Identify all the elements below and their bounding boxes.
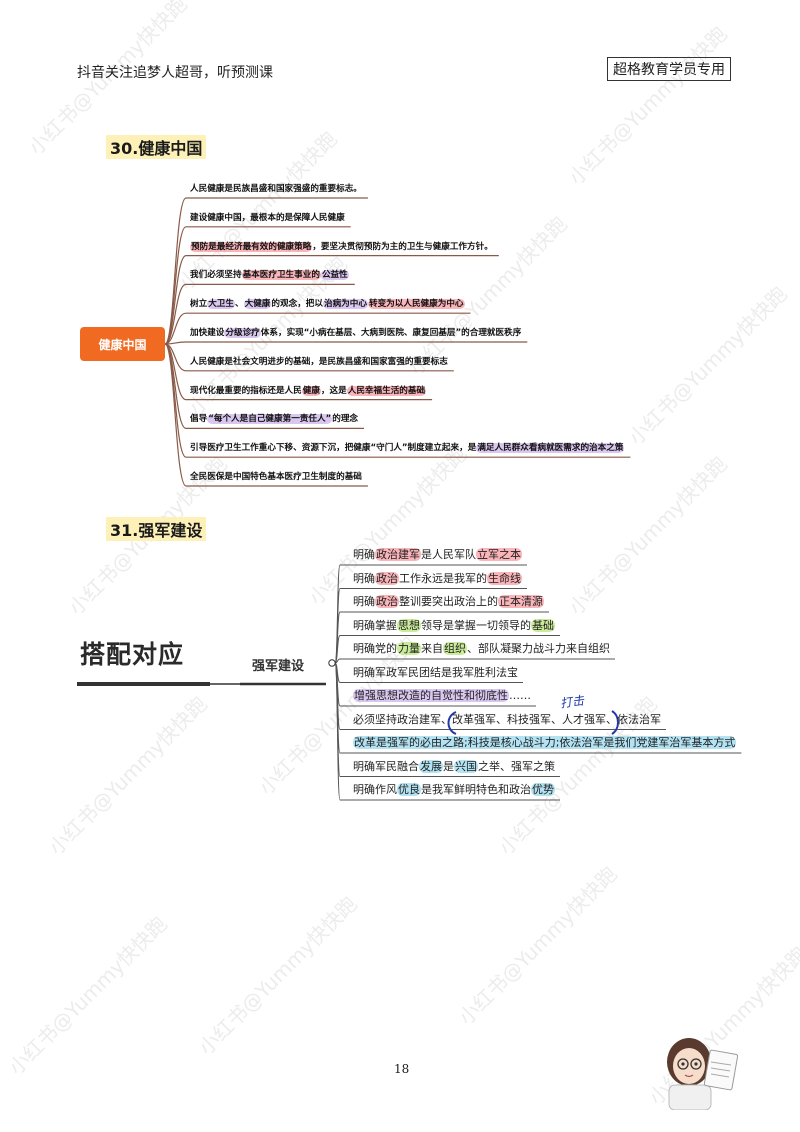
plain-text: 领导是掌握一切领导的 (421, 618, 531, 632)
plain-text: 、部队凝聚力战斗力来自组织 (467, 642, 610, 655)
highlight-text: 转变为以人民健康为中心 (367, 299, 465, 310)
plain-text: 人民健康是社会文明进步的基础，是民族昌盛和国家富强的重要标志 (190, 356, 448, 367)
highlight-text: 人民幸福生活的基础 (346, 385, 427, 396)
mindmap-2-item: 明确政治建军是人民军队立军之本 (353, 548, 522, 562)
plain-text: ，要坚决贯彻预防为主的卫生与健康工作方针。 (312, 241, 493, 252)
highlight-text: 政治 (375, 595, 399, 608)
plain-text: 是 (443, 759, 454, 773)
plain-text: 、 (235, 299, 244, 310)
plain-text: 全民医保是中国特色基本医疗卫生制度的基础 (190, 472, 362, 482)
plain-text: 明确党的 (353, 642, 397, 655)
mindmap-1-item: 预防是最经济最有效的健康策略，要坚决贯彻预防为主的卫生与健康工作方针。 (190, 241, 493, 253)
section-30-title: 30.健康中国 (106, 135, 207, 159)
section-31-title: 31.强军建设 (106, 517, 207, 541)
mindmap-1-item: 树立大卫生、大健康的观念，把以治病为中心转变为以人民健康为中心 (190, 298, 465, 310)
plain-text: 是我军鲜明特色和政治 (421, 783, 531, 796)
plain-text: ，这是 (320, 385, 347, 396)
plain-text: 建设健康中国，最根本的是保障人民健康 (190, 212, 345, 223)
mindmap-2-item: 明确党的力量来自组织、部队凝聚力战斗力来自组织 (353, 642, 610, 656)
plain-text: 引导医疗卫生工作重心下移、资源下沉，把健康“守门人”制度建立起来，是 (190, 443, 477, 454)
highlight-text: 改革是强军的必由之路;科技是核心战斗力;依法治军是我们党建军治军基本方式 (353, 736, 737, 749)
mindmap-2-item: 增强思想改造的自觉性和彻底性…… (353, 689, 531, 703)
page-number: 18 (394, 1062, 410, 1076)
plain-text: 树立 (190, 299, 208, 310)
plain-text: 明确 (353, 571, 375, 585)
mindmap-2-item: 明确政治整训要突出政治上的正本清源 (353, 595, 544, 609)
mindmap-2-root: 强军建设 (252, 659, 305, 674)
plain-text: 来自 (421, 642, 443, 655)
pen-bracket-left (447, 711, 457, 735)
highlight-text: 兴国 (454, 759, 478, 773)
plain-text: 明确作风 (353, 783, 397, 796)
highlight-text: 大健康 (243, 299, 272, 310)
plain-text: 必须坚持政治建军、改革强军、科技强军、人才强军、依法治军 (353, 712, 661, 726)
highlight-text: 发展 (419, 759, 443, 773)
plain-text: 的理念 (332, 414, 359, 425)
mindmap-1-item: 建设健康中国，最根本的是保障人民健康 (190, 212, 345, 224)
mindmap-2-item: 明确掌握思想领导是掌握一切领导的基础 (353, 618, 555, 633)
highlight-text: 分级诊疗 (224, 328, 261, 338)
plain-text: 现代化最重要的指标还是人民 (190, 385, 302, 396)
mindmap-1-item: 人民健康是社会文明进步的基础，是民族昌盛和国家富强的重要标志 (190, 356, 448, 368)
header-left-text: 抖音关注追梦人超哥，听预测课 (77, 65, 273, 81)
highlight-text: 大卫生 (207, 299, 235, 310)
highlight-text: 力量 (397, 642, 421, 655)
plain-text: 之举、强军之策 (478, 759, 555, 773)
plain-text: 明确 (353, 548, 375, 561)
plain-text: 倡导 (190, 414, 208, 425)
plain-text: 人民健康是民族昌盛和国家强盛的重要标志。 (190, 184, 362, 194)
highlight-text: 优良 (397, 783, 421, 796)
avatar-sticker-icon (667, 1038, 739, 1110)
highlight-text: 增强思想改造的自觉性和彻底性 (353, 689, 509, 702)
plain-text: 明确军政军民团结是我军胜利法宝 (353, 665, 518, 679)
highlight-text: 基础 (531, 618, 555, 632)
plain-text: 明确掌握 (353, 618, 397, 632)
mindmap-2-item: 明确军民融合发展是兴国之举、强军之策 (353, 759, 555, 774)
highlight-text: 思想 (397, 618, 421, 632)
plain-text: 是人民军队 (421, 548, 476, 561)
mindmap-1-root: 健康中国 (80, 327, 165, 361)
highlight-text: 健康 (301, 385, 321, 396)
highlight-text: 公益性 (320, 270, 349, 281)
mindmap-2-item: 明确作风优良是我军鲜明特色和政治优势 (353, 783, 555, 797)
plain-text: 加快建设 (190, 328, 225, 338)
handwritten-note: 打击 (559, 693, 585, 711)
plain-text: 的观念，把以 (271, 299, 323, 310)
highlight-text: 正本清源 (498, 595, 544, 608)
mindmap-1-item: 引导医疗卫生工作重心下移、资源下沉，把健康“守门人”制度建立起来，是满足人民群众… (190, 442, 625, 454)
plain-text: …… (509, 689, 531, 702)
highlight-text: 满足人民群众看病就医需求的治本之策 (476, 443, 625, 454)
mindmap-1-item: 倡导“每个人是自己健康第一责任人”的理念 (190, 413, 358, 425)
highlight-text: 立军之本 (476, 548, 522, 561)
mindmap-2-item: 改革是强军的必由之路;科技是核心战斗力;依法治军是我们党建军治军基本方式 (353, 736, 737, 750)
big-title: 搭配对应 (80, 640, 185, 669)
mindmap-1-item: 人民健康是民族昌盛和国家强盛的重要标志。 (190, 183, 362, 195)
highlight-text: 生命线 (487, 571, 522, 585)
plain-text: 明确军民融合 (353, 759, 419, 773)
header-badge: 超格教育学员专用 (607, 57, 731, 81)
highlight-text: 组织 (443, 642, 467, 655)
plain-text: 我们必须坚持 (190, 270, 242, 281)
mindmap-1-item: 现代化最重要的指标还是人民健康，这是人民幸福生活的基础 (190, 385, 427, 397)
plain-text: 工作永远是我军的 (399, 571, 487, 585)
highlight-text: 优势 (531, 783, 555, 796)
mindmap-1-item: 全民医保是中国特色基本医疗卫生制度的基础 (190, 471, 362, 483)
highlight-text: “每个人是自己健康第一责任人” (207, 414, 333, 425)
pen-bracket-right (611, 710, 619, 735)
plain-text: 明确 (353, 595, 375, 608)
mindmap-1-item: 我们必须坚持基本医疗卫生事业的公益性 (190, 269, 349, 281)
mindmap-1-item: 加快建设分级诊疗体系，实现“小病在基层、大病到医院、康复回基层”的合理就医秩序 (190, 327, 521, 339)
plain-text: 整训要突出政治上的 (399, 595, 498, 608)
mindmap-2-item: 明确军政军民团结是我军胜利法宝 (353, 666, 518, 680)
mindmap-2-item: 明确政治工作永远是我军的生命线 (353, 571, 522, 586)
highlight-text: 治病为中心 (322, 299, 368, 310)
plain-text: 体系，实现“小病在基层、大病到医院、康复回基层”的合理就医秩序 (260, 328, 522, 338)
highlight-text: 预防是最经济最有效的健康策略 (190, 241, 313, 252)
highlight-text: 政治 (375, 571, 399, 585)
mindmap-2-item: 必须坚持政治建军、改革强军、科技强军、人才强军、依法治军 (353, 713, 661, 727)
highlight-text: 政治建军 (375, 548, 421, 561)
collapse-node-icon (328, 659, 336, 667)
highlight-text: 基本医疗卫生事业的 (241, 270, 321, 281)
